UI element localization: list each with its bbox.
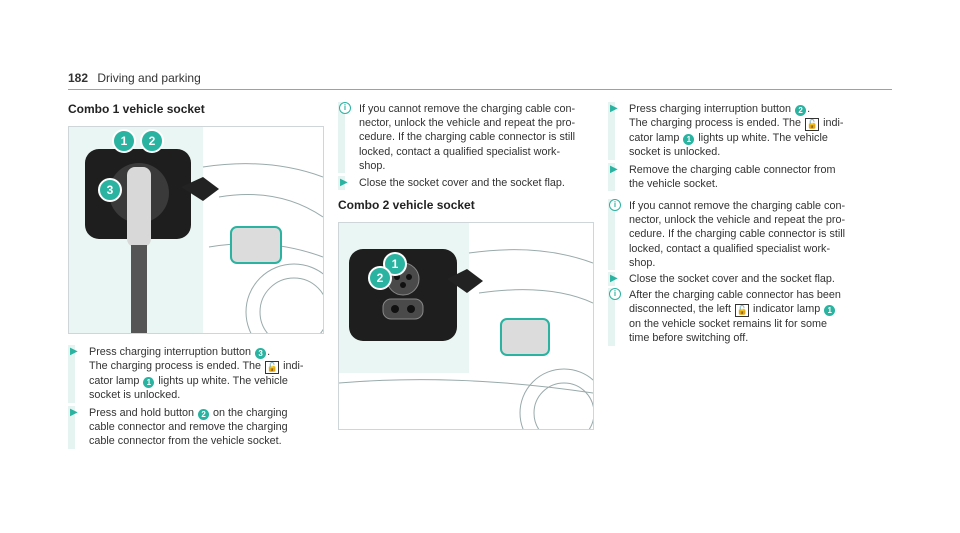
combo1-step-2: ▶ Press and hold button 2 on the chargin…: [68, 406, 329, 449]
callout-badge-2: 2: [198, 409, 210, 420]
combo1-step-3: ▶ Close the socket cover and the socket …: [338, 176, 599, 191]
callout-2: 2: [368, 266, 392, 290]
info-icon: i: [609, 199, 621, 211]
callout-badge-1: 1: [824, 305, 836, 317]
combo2-step-3: ▶ Close the socket cover and the socket …: [608, 272, 879, 287]
callout-badge-1: 1: [683, 134, 695, 146]
triangle-right-icon: ▶: [70, 346, 78, 357]
triangle-right-icon: ▶: [610, 164, 618, 175]
callout-2: 2: [140, 129, 164, 153]
combo1-note: i If you cannot remove the charging cabl…: [338, 102, 599, 174]
combo2-illustration: [339, 223, 593, 429]
callout-3: 3: [98, 178, 122, 202]
callout-1: 1: [112, 129, 136, 153]
combo2-step-2: ▶ Remove the charging cable connector fr…: [608, 163, 879, 192]
section-title: Driving and parking: [97, 71, 201, 85]
triangle-right-icon: ▶: [70, 407, 78, 418]
page-number: 182: [68, 71, 89, 85]
unlock-lamp-icon: 🔓: [265, 361, 280, 375]
unlock-lamp-icon: 🔓: [735, 304, 750, 318]
callout-badge-1: 1: [143, 377, 155, 389]
info-icon: i: [339, 102, 351, 114]
triangle-right-icon: ▶: [610, 273, 618, 284]
callout-badge-2: 2: [795, 105, 807, 116]
combo1-figure: [68, 126, 324, 334]
triangle-right-icon: ▶: [610, 103, 618, 114]
page-header: 182 Driving and parking: [68, 71, 201, 85]
info-icon: i: [609, 288, 621, 300]
triangle-right-icon: ▶: [340, 177, 348, 188]
callout-badge-3: 3: [255, 348, 267, 359]
combo2-note-2: i After the charging cable connector has…: [608, 288, 879, 346]
combo2-figure: [338, 222, 594, 430]
unlock-lamp-icon: 🔓: [805, 118, 820, 132]
combo2-step-1: ▶ Press charging interruption button 2. …: [608, 102, 879, 160]
combo1-illustration: [69, 127, 323, 333]
combo2-title: Combo 2 vehicle socket: [338, 198, 475, 212]
combo1-title: Combo 1 vehicle socket: [68, 102, 205, 116]
header-divider: [68, 89, 892, 90]
combo2-note-1: i If you cannot remove the charging cabl…: [608, 199, 879, 271]
combo1-step-1: ▶ Press charging interruption button 3. …: [68, 345, 329, 403]
